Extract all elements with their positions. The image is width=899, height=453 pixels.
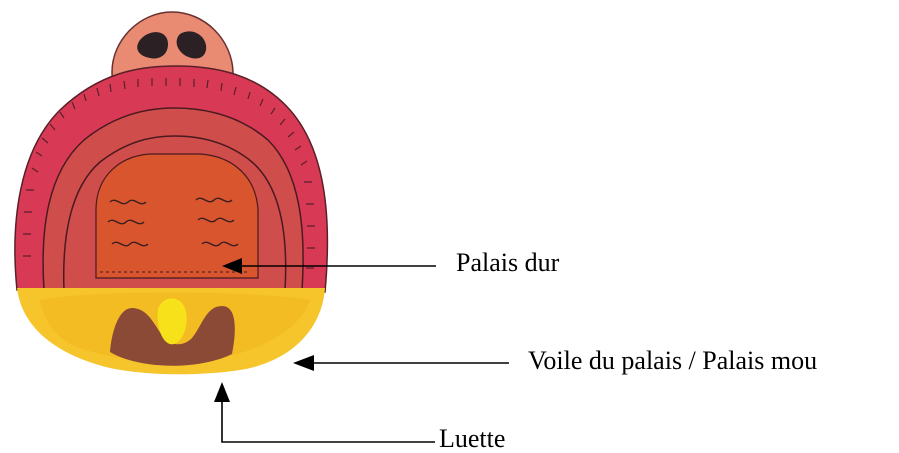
label-uvula: Luette — [439, 426, 505, 452]
arrow-soft-palate — [293, 355, 509, 371]
label-hard-palate: Palais dur — [456, 250, 559, 276]
uvula — [110, 298, 235, 365]
hard-palate — [96, 154, 258, 278]
arrow-uvula — [214, 382, 435, 442]
label-soft-palate: Voile du palais / Palais mou — [528, 348, 817, 374]
